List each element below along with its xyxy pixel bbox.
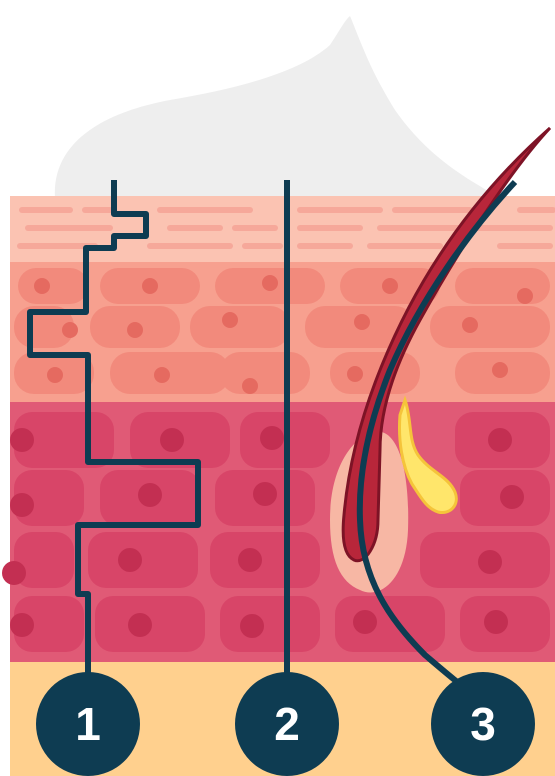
cream-dollop bbox=[55, 16, 500, 198]
pathway-marker-1: 1 bbox=[36, 672, 140, 776]
pathway-marker-3: 3 bbox=[431, 672, 535, 776]
pathway-marker-2: 2 bbox=[235, 672, 339, 776]
pathway-marker-label-1: 1 bbox=[75, 698, 101, 750]
pathway-marker-label-3: 3 bbox=[470, 698, 496, 750]
pathway-marker-label-2: 2 bbox=[274, 698, 300, 750]
